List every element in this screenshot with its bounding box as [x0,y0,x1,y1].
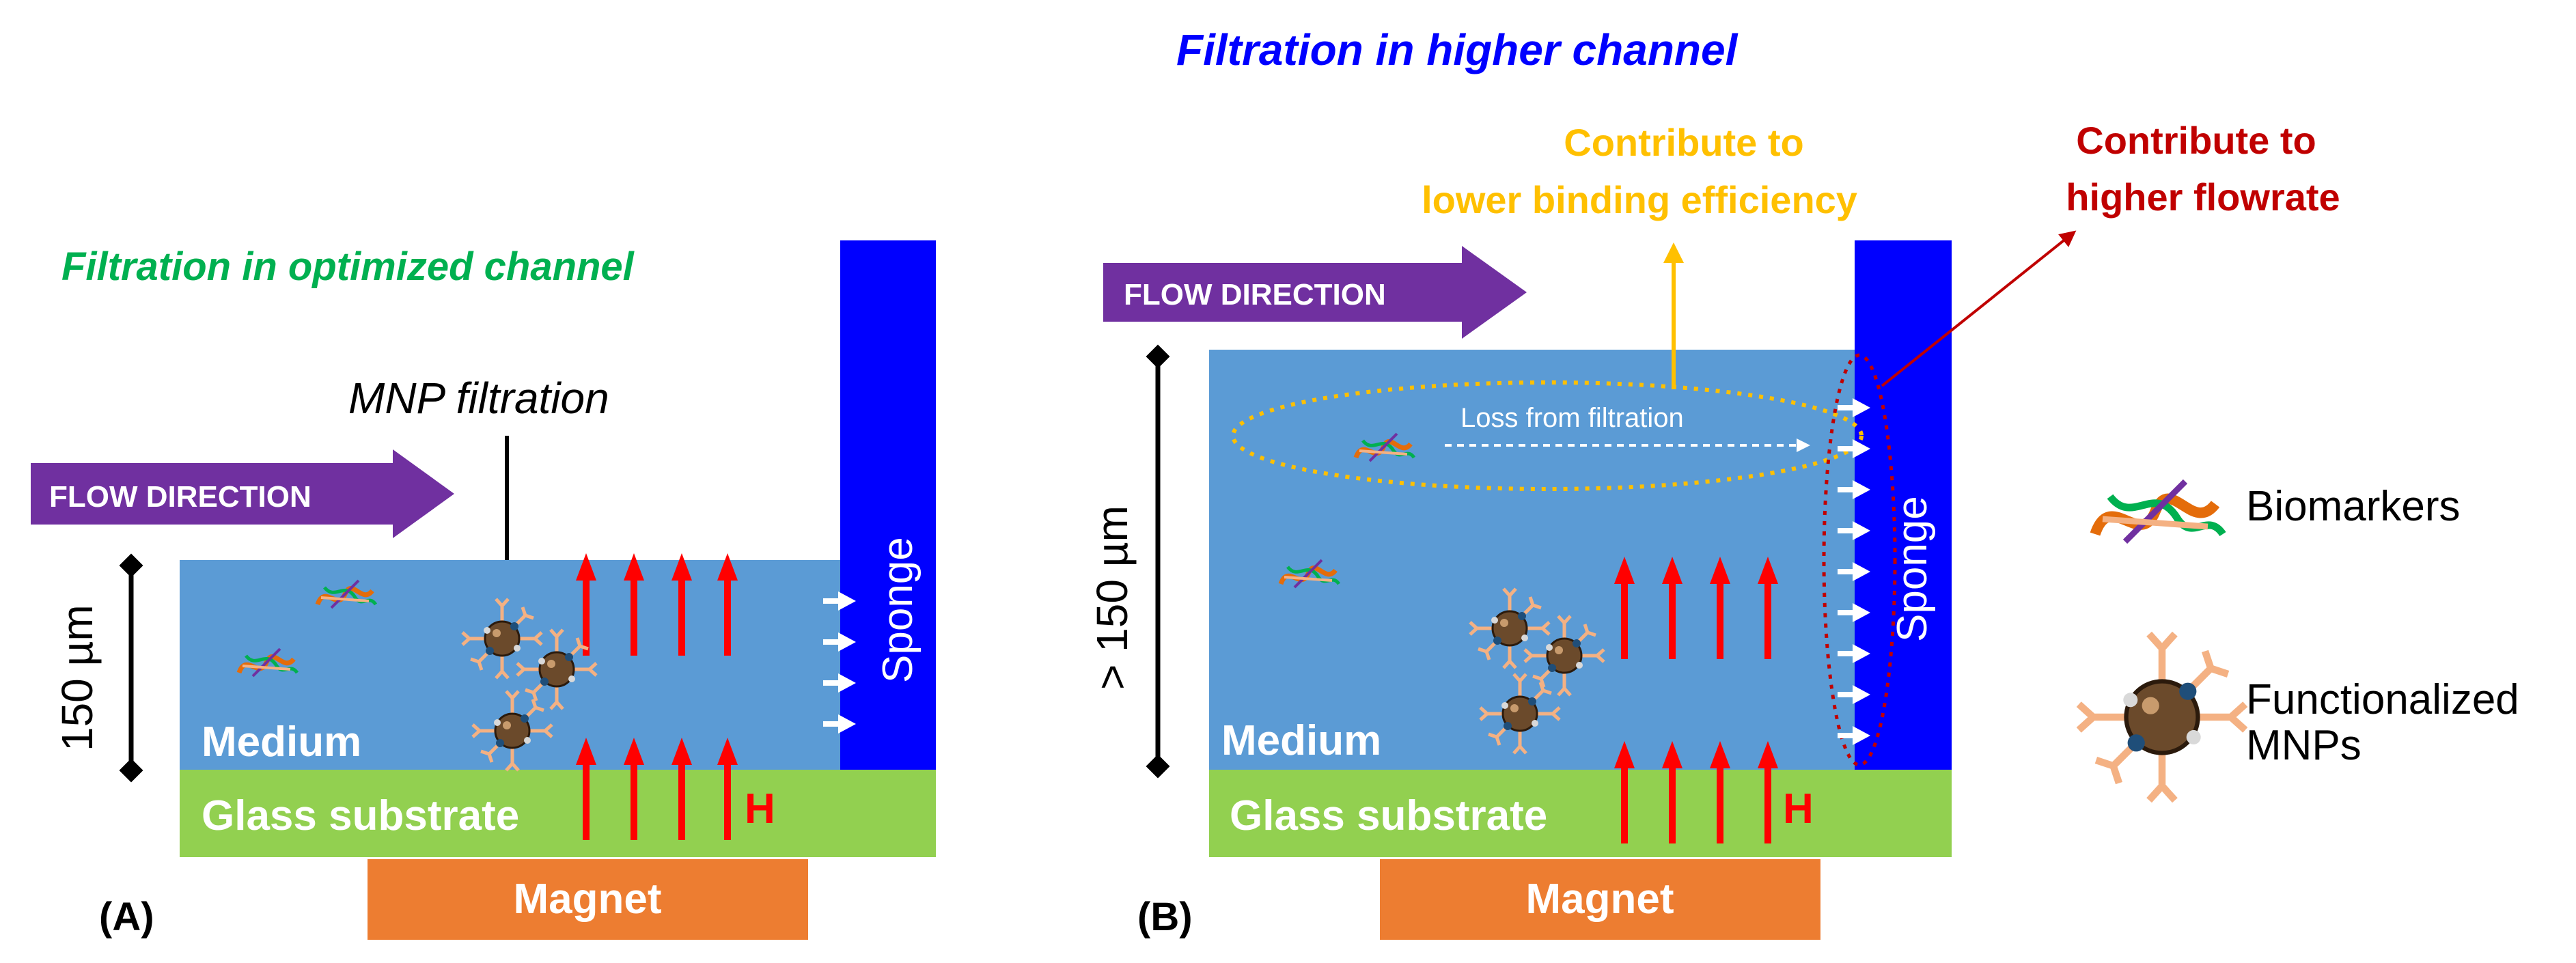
panel-a-title: Filtration in optimized channel [61,245,635,289]
flow-direction-label-a: FLOW DIRECTION [49,480,311,514]
sponge-label-b: Sponge [1889,496,1936,642]
glass-substrate-a [180,770,936,857]
flowrate-note-pointer [1881,230,2077,387]
loss-region-ellipse [1231,380,1864,491]
panel-b-title: Filtration in higher channel [1176,25,1739,74]
loss-from-filtration-label: Loss from filtration [1460,403,1684,433]
mnp-legend-label-line2: MNPs [2246,722,2362,769]
flowrate-note-line2: higher flowrate [2066,176,2340,219]
sponge-b [1855,240,1952,770]
mnp-legend-label-line1: Functionalized [2246,676,2519,723]
glass-substrate-b [1209,770,1952,857]
medium-label-b: Medium [1221,717,1381,764]
binding-note-line2: lower binding efficiency [1422,178,1857,221]
sponge-flow-arrows-b [1838,398,1870,745]
magnet-label-a: Magnet [514,876,662,923]
legend: Biomarkers Functionalized MNPs [2079,482,2519,800]
field-label-b: H [1783,785,1814,833]
magnet-a [368,859,808,940]
sponge-a [840,240,936,770]
binding-note-line1: Contribute to [1564,121,1803,164]
medium-label-a: Medium [202,718,361,766]
height-label-b: > 150 µm [1088,505,1137,690]
magnet-label-b: Magnet [1526,876,1674,923]
flow-direction-label-b: FLOW DIRECTION [1124,278,1386,311]
flowrate-note-line1: Contribute to [2076,119,2316,162]
glass-substrate-label-a: Glass substrate [202,792,519,839]
flow-direction-arrow-b [1103,246,1527,339]
sponge-label-a: Sponge [874,537,922,683]
panel-b: Filtration in higher channel Contribute … [1088,25,2340,940]
mnp-filtration-label: MNP filtration [348,374,609,423]
magnet-b [1380,859,1820,940]
panel-tag-b: (B) [1137,895,1193,939]
flow-direction-arrow-a [31,449,454,538]
biomarkers-legend-label: Biomarkers [2246,483,2461,530]
height-label-a: 150 µm [53,604,102,751]
biomarker-legend-icon [2095,482,2223,542]
field-label-a: H [745,785,775,833]
panel-a: Filtration in optimized channel FLOW DIR… [31,240,936,940]
sponge-interface-ellipse [1822,353,1897,767]
mnp-legend-icon [2079,634,2245,800]
panel-tag-a: (A) [99,895,154,939]
glass-substrate-label-b: Glass substrate [1230,792,1547,839]
